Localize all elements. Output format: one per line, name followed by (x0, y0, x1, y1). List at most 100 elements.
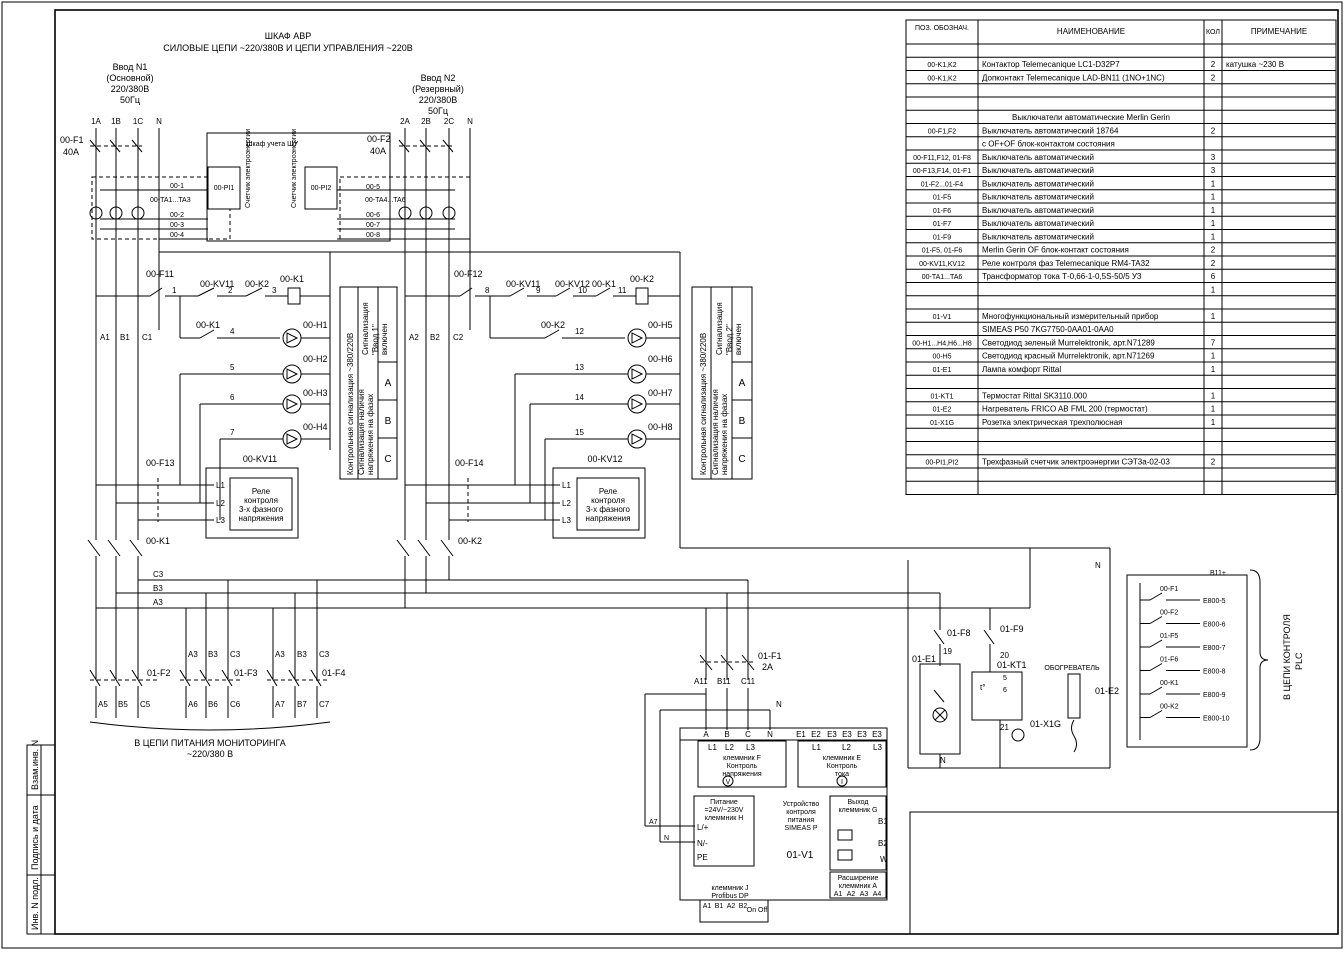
svg-text:Сигнализация: Сигнализация (361, 302, 370, 355)
phase-n2: N (467, 117, 473, 126)
stamp-replace-label: Взам.инв. N (30, 740, 40, 790)
monitoring-voltage: ~220/380 В (187, 749, 233, 759)
bom-pos: 00-K1,K2 (927, 75, 956, 82)
plc-label: PLC (1294, 652, 1304, 670)
svg-text:On Off: On Off (747, 907, 768, 914)
bom-name: с OF+OF блок-контактом состояния (982, 140, 1115, 149)
svg-text:L1: L1 (708, 743, 717, 752)
svg-text:3-х фазного: 3-х фазного (586, 505, 631, 514)
svg-text:напряжения: напряжения (239, 514, 284, 523)
bom-row: Выключатели автоматические Merlin Gerin (1012, 113, 1170, 122)
svg-text:00-1: 00-1 (170, 183, 184, 190)
input-n2-freq: 50Гц (428, 106, 448, 116)
svg-text:B: B (739, 416, 746, 427)
bom-pos: 01-F7 (933, 221, 951, 228)
bom-row: 1 (1211, 285, 1216, 294)
lamp-00-h2 (282, 364, 302, 384)
svg-text:Расширение: Расширение (838, 875, 879, 882)
svg-text:B11: B11 (717, 677, 731, 686)
plc-contact-name: 00-K2 (1160, 704, 1179, 711)
bom-note: катушка ~230 В (1226, 60, 1284, 69)
svg-text:N: N (767, 730, 773, 739)
meter-pi1: 00-PI1 (214, 185, 235, 192)
breaker-01-f1-rating: 2A (762, 662, 773, 672)
meter-cabinet-title: Шкаф учета ШУ (246, 141, 298, 148)
bom-name: Выключатель автоматический (982, 166, 1094, 175)
svg-text:клеммник J: клеммник J (711, 885, 748, 892)
bom-name: Термостат Rittal SK3110.000 (982, 391, 1087, 400)
bom-pos: 01-V1 (933, 314, 952, 321)
bom-name: Трехфазный счетчик электроэнергии СЭТ3а-… (982, 458, 1170, 467)
svg-text:C3: C3 (230, 650, 241, 659)
svg-text:C: C (738, 454, 745, 465)
svg-text:C: C (384, 454, 391, 465)
contactor-00-k2: 00-K2 (458, 536, 482, 546)
svg-text:напряжения: напряжения (586, 514, 631, 523)
bom-header-qty: КОЛ (1206, 29, 1220, 36)
svg-text:PE: PE (697, 853, 708, 862)
svg-text:15: 15 (575, 428, 584, 437)
svg-text:E3: E3 (857, 730, 867, 739)
bom-name: Светодиод зеленый Murrelektronik, арт.N7… (982, 338, 1155, 347)
svg-text:напряжения на фазах: напряжения на фазах (720, 394, 729, 475)
bom-name: Выключатель автоматический (982, 153, 1094, 162)
svg-text:20: 20 (1000, 651, 1009, 660)
meter-cabinet: Шкаф учета ШУ 00-PI1 00-PI2 Счетчик элек… (91, 129, 471, 242)
svg-text:A3: A3 (860, 891, 869, 898)
svg-text:Контрольная сигнализация ~380/: Контрольная сигнализация ~380/220В (699, 333, 708, 475)
bom-row: SIMEAS P50 7KG7750-0AA01-0AA0 (982, 325, 1114, 334)
svg-text:L3: L3 (216, 516, 225, 525)
svg-text:00-H5: 00-H5 (648, 320, 673, 330)
coil-00-k2-label: 00-K2 (630, 274, 654, 284)
lamp-01-e1-box (919, 663, 961, 755)
breaker-00-f1: 00-F1 (60, 135, 84, 145)
svg-text:E3: E3 (872, 730, 882, 739)
svg-text:A4: A4 (873, 891, 882, 898)
line-a2: A2 (409, 333, 419, 342)
svg-text:C5: C5 (140, 700, 151, 709)
svg-text:Сигнализация наличия: Сигнализация наличия (711, 389, 720, 475)
bom-pos: 01-F2...01-F4 (921, 181, 964, 188)
svg-text:5: 5 (230, 363, 235, 372)
meter2-caption: Счетчик электроэнергии (291, 129, 298, 208)
svg-text:клеммник A: клеммник A (839, 883, 878, 890)
svg-text:N/-: N/- (697, 839, 708, 848)
svg-text:3-х фазного: 3-х фазного (239, 505, 284, 514)
svg-text:L1: L1 (562, 481, 571, 490)
breaker-00-f13: 00-F13 (146, 458, 175, 468)
relay-00-kv11-label: 00-KV11 (243, 454, 277, 464)
svg-text:A5: A5 (98, 700, 108, 709)
svg-text:тока: тока (835, 771, 849, 778)
bom-qty: 1 (1211, 391, 1216, 400)
svg-text:00-7: 00-7 (366, 222, 380, 229)
breaker-00-f12: 00-F12 (454, 269, 483, 279)
svg-text:N: N (664, 835, 669, 842)
plc-contact-name: 00-F1 (1160, 586, 1178, 593)
bom-qty: 2 (1211, 73, 1216, 82)
svg-text:N: N (776, 700, 782, 709)
svg-text:L2: L2 (216, 499, 225, 508)
bom-pos: 01-F5 (933, 195, 951, 202)
svg-text:C6: C6 (230, 700, 241, 709)
svg-text:00-H3: 00-H3 (303, 388, 328, 398)
plc-contact-out: E800-5 (1203, 598, 1226, 605)
line-c1: C1 (142, 333, 153, 342)
title-block (909, 811, 1339, 935)
lamp-00-h5 (627, 328, 647, 348)
svg-text:Profibus DP: Profibus DP (711, 893, 749, 900)
side-stamp: Инв. N подл. Подпись и дата Взам.инв. N (26, 740, 56, 935)
bom-pos: 01-F5, 01-F6 (922, 248, 963, 255)
svg-text:Выход: Выход (848, 799, 869, 806)
